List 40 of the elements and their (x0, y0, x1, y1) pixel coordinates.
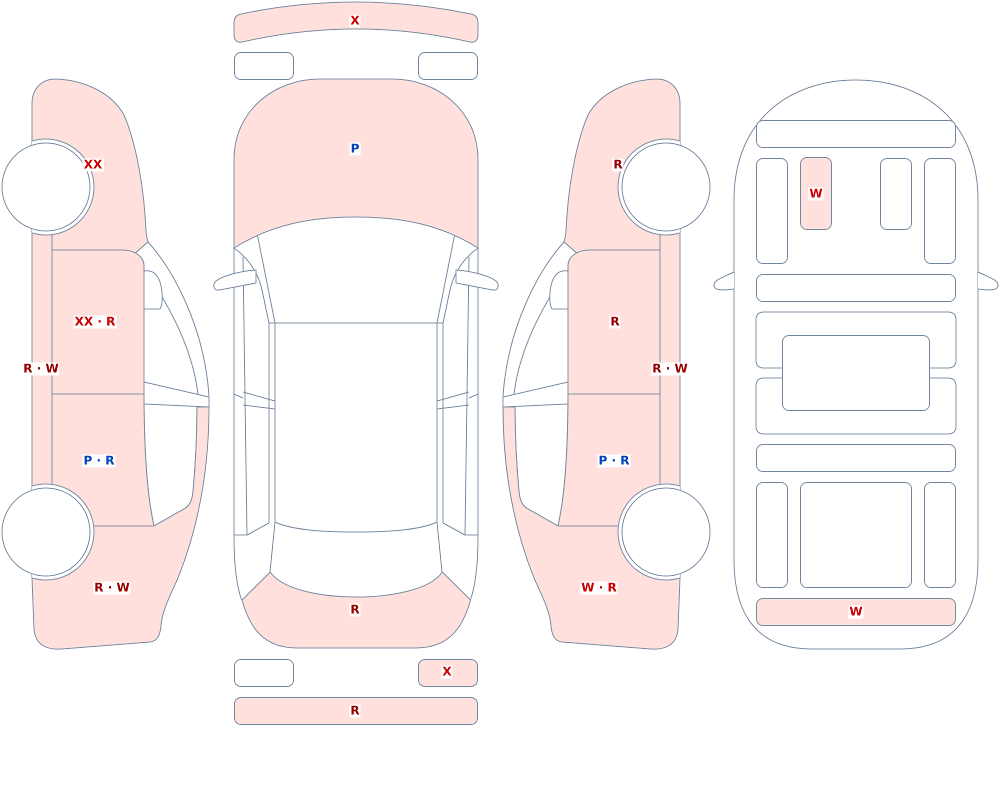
car-part-outline (924, 158, 956, 264)
car-part-outline (234, 52, 294, 80)
car-part-outline (756, 444, 956, 472)
damage-code: P · R (598, 454, 630, 468)
car-part-outline (756, 120, 956, 148)
shaded-car-panel (242, 572, 470, 648)
shaded-car-panel (234, 79, 478, 248)
damage-code: R (349, 604, 361, 616)
shaded-car-panel (756, 598, 956, 626)
car-part-outline (756, 158, 788, 264)
damage-code: X (441, 666, 453, 678)
damage-code: R (612, 158, 624, 172)
car-part-outline (800, 482, 912, 588)
shaded-car-panel (234, 2, 478, 42)
car-part-outline (782, 335, 930, 411)
car-part-outline (756, 482, 788, 588)
damage-code: W (808, 188, 824, 200)
damage-code: X (349, 14, 361, 28)
shaded-car-panel (800, 157, 832, 230)
car-part-outline (756, 312, 956, 368)
damage-code: R · W (22, 362, 60, 376)
shaded-car-panel (234, 697, 478, 725)
damage-code: W (848, 606, 864, 618)
car-part-outline (924, 482, 956, 588)
car-part-outline (756, 274, 956, 302)
shaded-car-panel (418, 659, 478, 687)
damage-code: R · W (93, 582, 131, 594)
car-part-outline (418, 52, 478, 80)
damage-code: XX · R (74, 316, 116, 328)
damage-code: W · R (580, 582, 618, 594)
damage-code: P · R (82, 454, 116, 468)
car-part-outline (880, 158, 912, 230)
damage-code: R (609, 316, 621, 328)
damage-code: R · W (651, 362, 689, 376)
car-part-outline (756, 378, 956, 434)
damage-code: XX (82, 158, 104, 172)
shaded-car-panel (568, 250, 660, 394)
damage-code: R (349, 704, 361, 718)
car-part-outline (234, 659, 294, 687)
damage-code: P (350, 142, 360, 156)
